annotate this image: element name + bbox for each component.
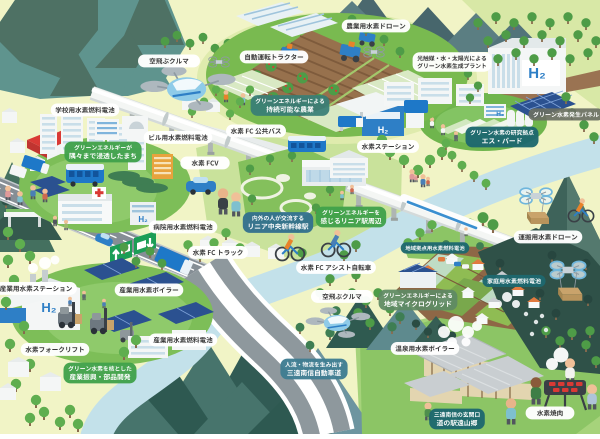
svg-text:H₂: H₂	[496, 111, 504, 118]
svg-text:H₂: H₂	[41, 300, 56, 315]
svg-text:H₂: H₂	[138, 215, 148, 224]
svg-text:H₂: H₂	[378, 125, 389, 135]
svg-text:H₂: H₂	[528, 65, 546, 82]
